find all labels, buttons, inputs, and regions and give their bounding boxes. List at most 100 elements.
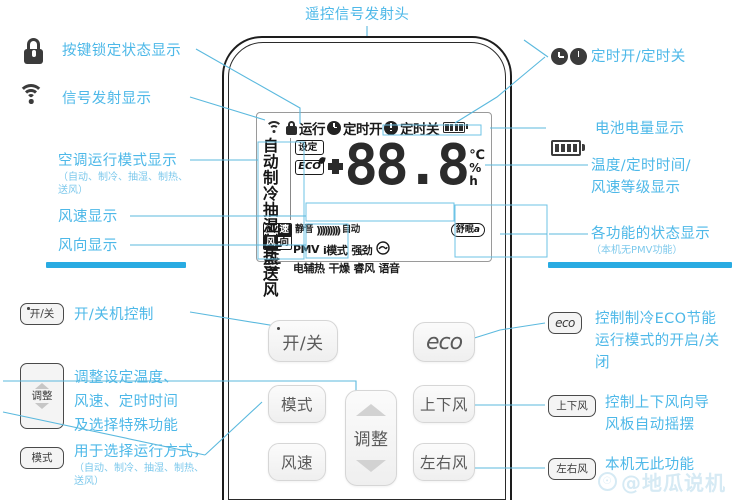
lcd-fanspeed-char2: 速 (277, 223, 292, 237)
anno-updown-desc: 控制上下风向导 风板自动摇摆 (605, 395, 710, 433)
lcd-main-area: 自动 制冷 抽湿 制热 送风 设定 ECO (263, 138, 485, 299)
lcd-tag-column: 设定 ECO (294, 138, 327, 175)
anno-leftright-desc: 本机无此功能 (605, 457, 695, 473)
lcd-func-row-2: 电辅热 干燥 睿风 语音 (293, 260, 400, 276)
lock-icon (23, 38, 45, 64)
lcd-timer-off-icon (384, 120, 398, 135)
unit-percent: % (469, 160, 482, 175)
lcd-winddir-char2: 向 (279, 236, 290, 248)
adjust-up-icon[interactable] (356, 403, 386, 416)
anno-temperature-label: 温度/定时时间/ 风速等级显示 (591, 158, 691, 196)
plus-minus-icon (327, 138, 344, 194)
anno-function-status-label: 各功能的状态显示 (591, 226, 711, 242)
remote-key-eco[interactable]: eco (413, 322, 475, 362)
legend-key-mode[interactable]: 模式 (20, 447, 64, 469)
legend-key-adjust-label: 调整 (31, 389, 53, 402)
divider-left (46, 262, 186, 268)
watermark: ☉ @地瓜说机 (598, 467, 726, 496)
legend-key-updown-label: 上下风 (556, 399, 588, 412)
lcd-func-labels: PMV i模式 强劲 电辅热 干燥 睿风 (293, 241, 400, 276)
lcd-digits-group: 88.8 ℃ % h (327, 138, 485, 194)
lcd-readout-area: 设定 ECO 88.8 ℃ % (291, 138, 485, 220)
legend-key-power[interactable]: 开/关 (20, 303, 64, 325)
lcd-sleep-text: 舒眠 (455, 224, 474, 235)
anno-power-desc: 开/关机控制 (74, 307, 154, 323)
lcd-eco-text: ECO (298, 161, 321, 172)
legend-key-adjust[interactable]: 调整 (20, 363, 64, 429)
watermark-icon: ☉ (598, 472, 617, 491)
lcd-wifi-icon (265, 121, 282, 134)
lcd-fan-auto-label: 自动 (341, 224, 361, 236)
lcd-units: ℃ % h (469, 145, 485, 188)
lcd-fan-bars: ))))))))) (316, 223, 341, 237)
legend-key-leftright-label: 左右风 (556, 462, 588, 475)
lcd-timer-on-icon (327, 120, 341, 135)
legend-key-mode-label: 模式 (31, 451, 53, 464)
remote-key-updown-label: 上下风 (419, 396, 468, 414)
anno-adjust-desc: 调整设定温度、 风速、定时时间 及选择特殊功能 (74, 370, 179, 434)
legend-key-eco[interactable]: eco (548, 312, 582, 334)
divider-right (548, 262, 732, 268)
lcd-func-extra-icon (376, 241, 391, 258)
power-indicator-dot (277, 327, 280, 330)
lcd-mode-cool: 制冷 (263, 169, 279, 203)
remote-key-fanspeed[interactable]: 风速 (268, 443, 326, 481)
battery-icon (551, 140, 585, 156)
lcd-sleep-tag: 舒眠a (450, 223, 485, 237)
remote-key-eco-label: eco (425, 329, 463, 355)
lcd-eco-tag: ECO (294, 155, 327, 175)
remote-key-mode[interactable]: 模式 (268, 385, 326, 423)
remote-key-fanspeed-label: 风速 (280, 454, 313, 472)
remote-key-adjust[interactable]: 调整 (345, 390, 397, 486)
legend-key-leftright[interactable]: 左右风 (548, 458, 596, 480)
legend-key-updown[interactable]: 上下风 (548, 395, 596, 417)
lcd-digits: 88.8 (344, 133, 470, 198)
lcd-timer-on-label: 定时开 (343, 121, 383, 138)
lcd-func-smartwind: 睿风 (353, 262, 376, 275)
lcd-func-imode: i模式 (323, 243, 348, 257)
legend-key-power-label: 开/关 (29, 307, 55, 320)
lcd-func-heater: 电辅热 (293, 262, 325, 275)
anno-fanspeed-display: 风速显示 (58, 209, 118, 225)
anno-eco-desc: 控制制冷ECO节能 运行模式的开启/关 闭 (595, 311, 720, 371)
lcd-run-label: 运行 (299, 121, 326, 138)
anno-mode-display-sub: （自动、制冷、抽湿、制热、 送风） (58, 172, 188, 196)
watermark-text: @地瓜说机 (621, 471, 726, 495)
remote-key-leftright[interactable]: 左右风 (413, 443, 475, 481)
unit-hour: h (469, 173, 478, 188)
remote-key-power[interactable]: 开/关 (268, 320, 338, 362)
lcd-func-row-1: PMV i模式 强劲 (293, 241, 400, 258)
anno-mode-display: 空调运行模式显示 （自动、制冷、抽湿、制热、 送风） (58, 152, 188, 197)
legend-wifi-label: 信号发射显示 (62, 91, 152, 107)
remote-key-adjust-label: 调整 (353, 430, 389, 451)
legend-key-eco-label: eco (555, 316, 575, 330)
anno-mode-display-label: 空调运行模式显示 (58, 153, 178, 169)
lcd-mode-dry: 抽湿 (263, 201, 279, 235)
anno-winddir-display: 风向显示 (58, 238, 118, 254)
lcd-functions-row: 风 向 PMV i模式 强劲 (263, 235, 485, 276)
lcd-battery-icon (443, 122, 469, 133)
lcd-fanspeed-char1: 风 (266, 224, 276, 236)
lcd-func-dry: 干燥 (328, 262, 351, 275)
anno-function-status-sub: （本机无PMV功能） (591, 245, 683, 256)
remote-key-power-label: 开/关 (282, 333, 324, 354)
lcd-segment-row: 设定 ECO 88.8 ℃ % (294, 138, 485, 201)
unit-celsius: ℃ (469, 147, 485, 163)
adjust-down-icon[interactable] (356, 460, 386, 473)
clock-icon (551, 48, 568, 65)
lcd-func-voice: 语音 (378, 262, 401, 275)
lcd-set-tag: 设定 (294, 140, 325, 155)
lcd-func-turbo: 强劲 (351, 243, 373, 257)
anno-mode-desc-sub: （自动、制冷、抽湿、制热、 送风） (74, 463, 204, 487)
anno-battery-label: 电池电量显示 (595, 121, 685, 137)
wifi-icon (18, 84, 44, 104)
remote-key-updown[interactable]: 上下风 (413, 385, 475, 423)
lcd-screen: 运行 定时开 定时关 自动 制冷 抽湿 制热 送风 设定 (256, 112, 492, 299)
anno-timer-label: 定时开/定时关 (591, 49, 686, 65)
legend-timer-icons (551, 48, 587, 65)
clock-alert-icon (570, 48, 587, 65)
